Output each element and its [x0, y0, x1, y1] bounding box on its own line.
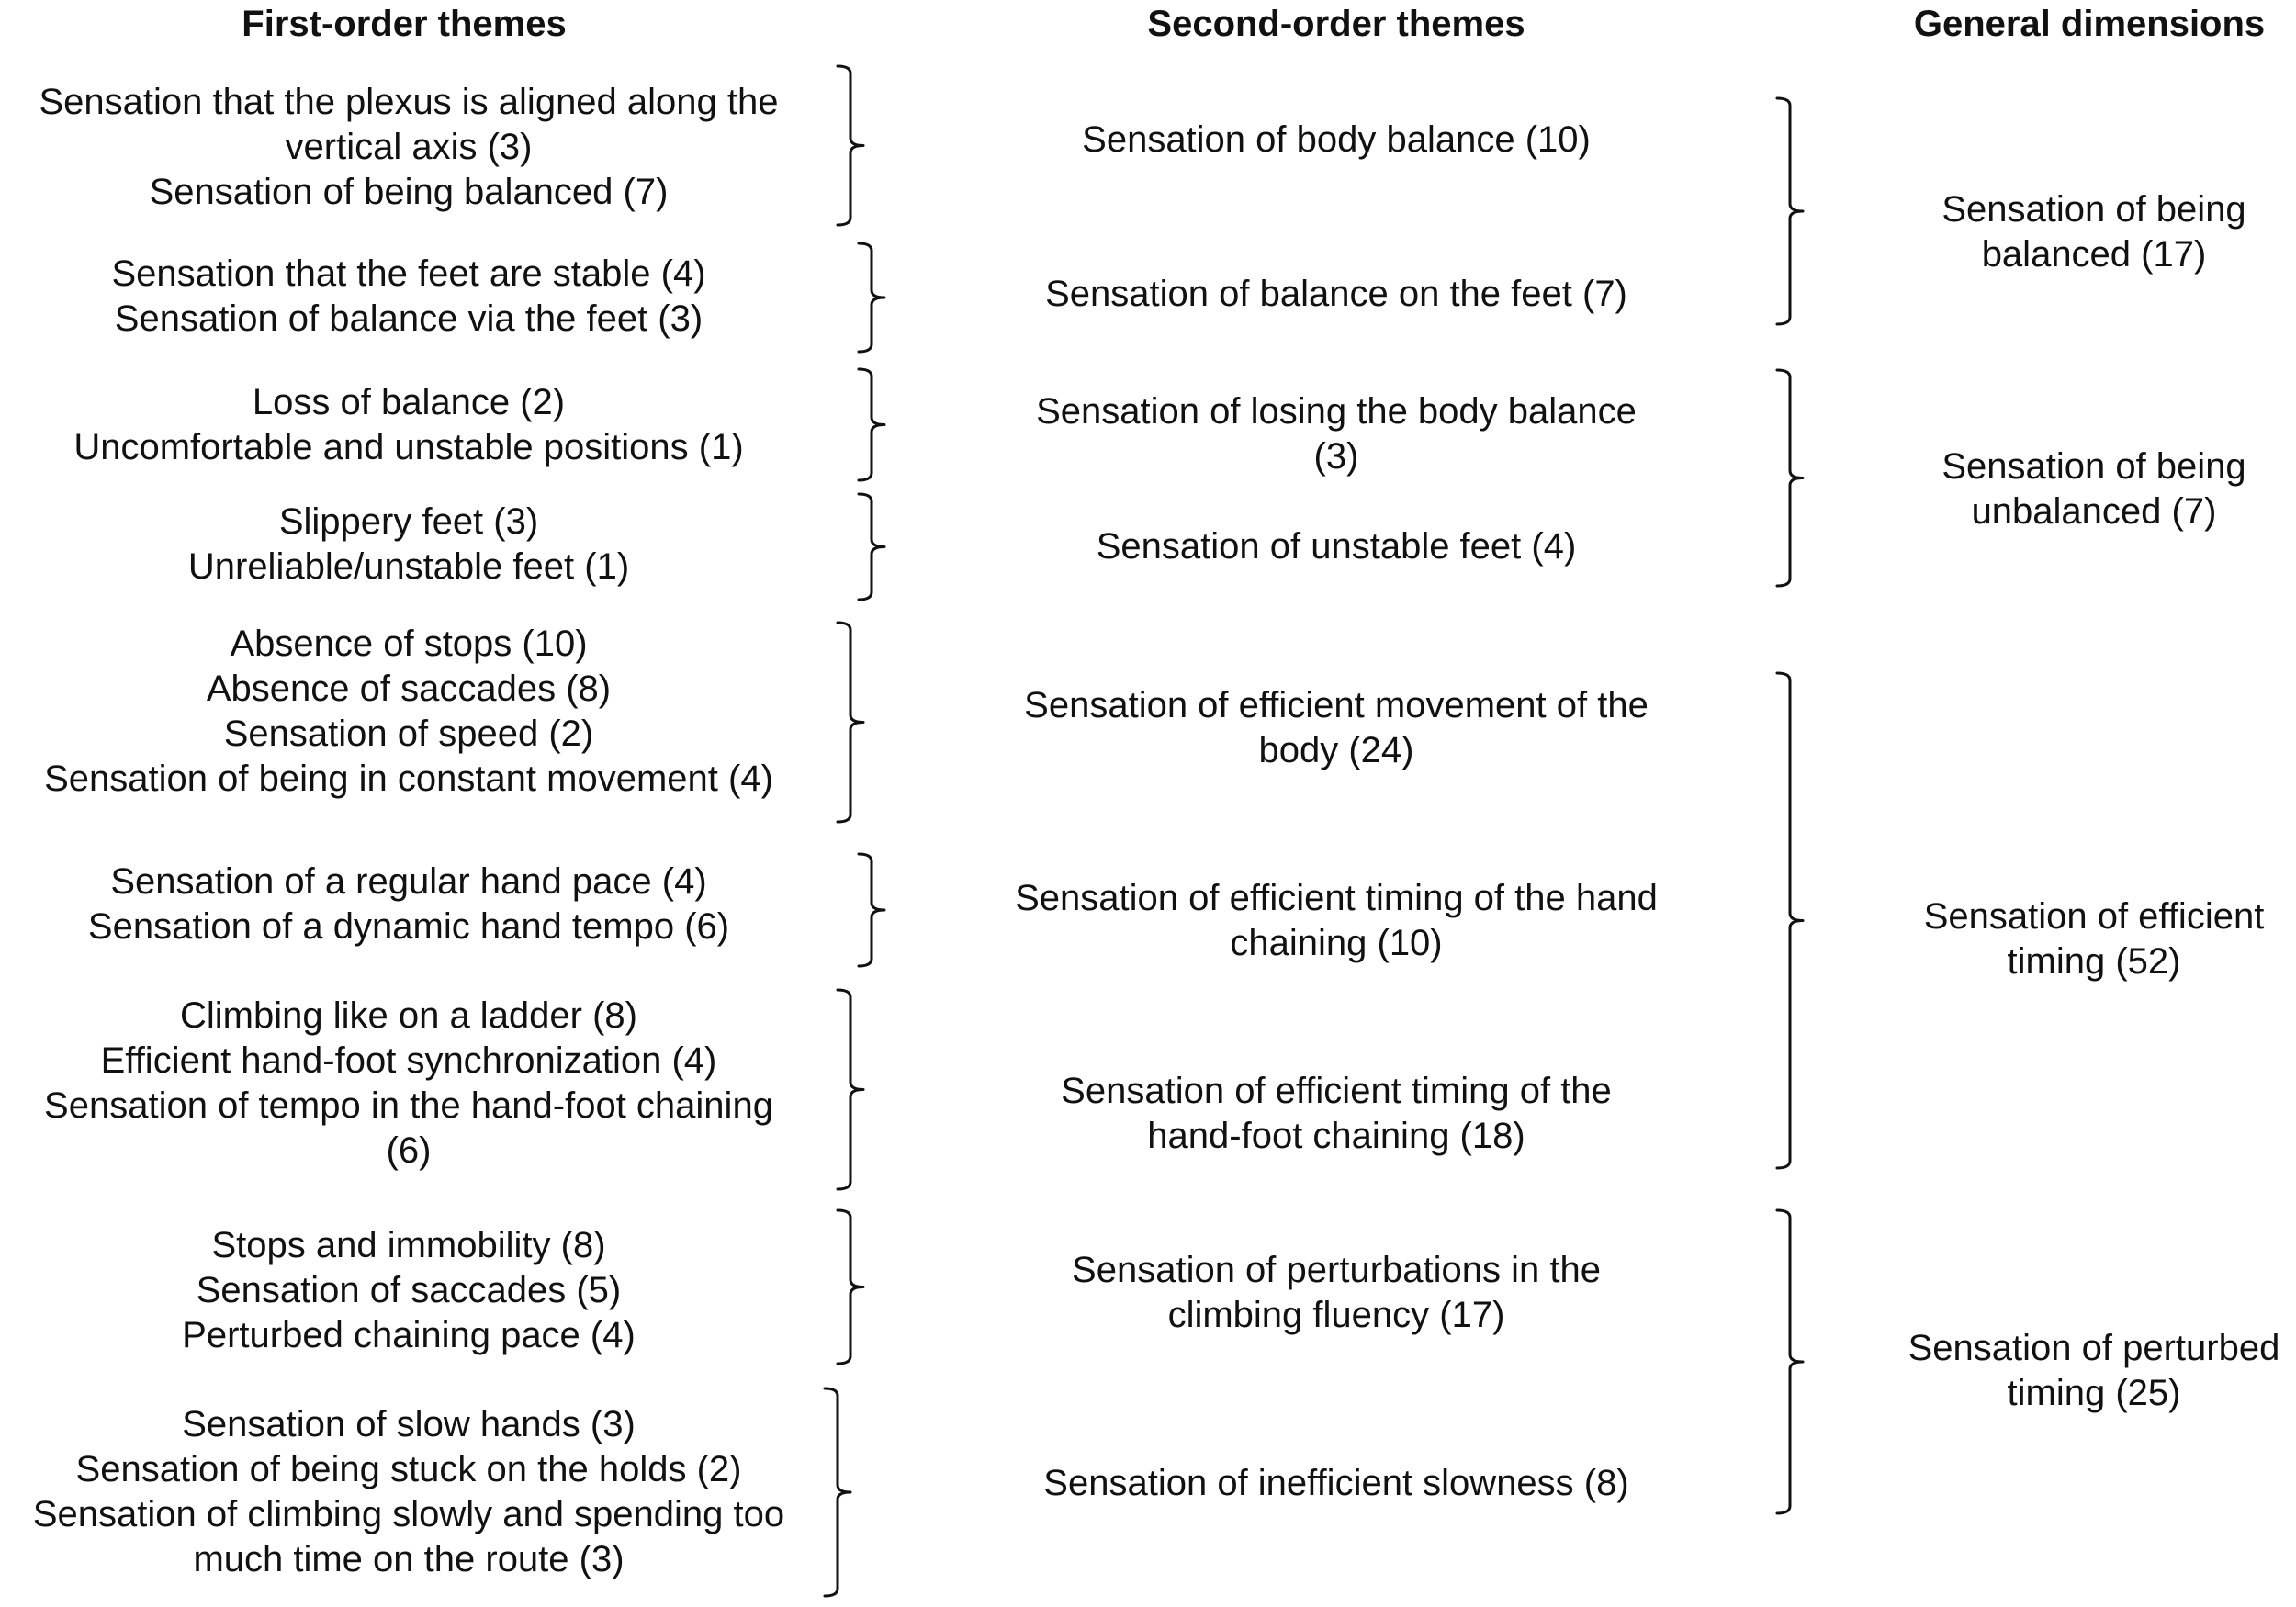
general-dimension-line: timing (25): [2007, 1372, 2181, 1413]
first-order-group-2: Sensation that the feet are stable (4)Se…: [0, 248, 817, 344]
second-order-theme-line: Sensation of efficient movement of the: [1024, 684, 1649, 725]
second-order-theme-line: body (24): [1258, 729, 1414, 770]
first-order-group-line: Sensation of a dynamic hand tempo (6): [87, 906, 730, 947]
second-order-theme-9: Sensation of inefficient slowness (8): [969, 1455, 1704, 1511]
first-order-group-3: Loss of balance (2)Uncomfortable and uns…: [0, 376, 817, 473]
first-order-group-4: Slippery feet (3)Unreliable/unstable fee…: [0, 496, 817, 592]
general-dimension-line: Sensation of being: [1941, 188, 2246, 230]
first-order-group-7: Climbing like on a ladder (8)Efficient h…: [0, 992, 817, 1175]
first-order-brace-7: [836, 988, 865, 1191]
second-order-theme-line: Sensation of body balance (10): [1082, 118, 1591, 160]
first-order-brace-2: [857, 242, 886, 354]
second-order-theme-4: Sensation of unstable feet (4): [969, 519, 1704, 574]
first-order-group-line: Sensation of being in constant movement …: [44, 759, 773, 799]
first-order-group-line: Uncomfortable and unstable positions (1): [73, 426, 744, 467]
header-general-dimensions: General dimensions: [1913, 4, 2266, 44]
first-order-brace-8: [836, 1208, 865, 1365]
second-order-theme-2: Sensation of balance on the feet (7): [969, 266, 1704, 321]
second-order-theme-line: climbing fluency (17): [1167, 1294, 1505, 1335]
first-order-brace-3: [857, 367, 886, 482]
first-order-group-line: Sensation of tempo in the hand-foot chai…: [44, 1085, 773, 1126]
header-second-order-themes: Second-order themes: [1147, 4, 1525, 44]
second-order-theme-1: Sensation of body balance (10): [969, 112, 1704, 167]
first-order-group-line: Sensation of speed (2): [223, 714, 594, 754]
first-order-group-line: Sensation of balance via the feet (3): [114, 298, 703, 339]
first-order-group-line: Climbing like on a ladder (8): [179, 995, 637, 1036]
first-order-group-8: Stops and immobility (8)Sensation of sac…: [0, 1221, 817, 1359]
second-order-brace-2: [1775, 368, 1805, 588]
second-order-theme-6: Sensation of efficient timing of the han…: [969, 872, 1704, 969]
second-order-theme-3: Sensation of losing the body balance(3): [969, 386, 1704, 482]
first-order-group-line: Efficient hand-foot synchronization (4): [100, 1040, 717, 1081]
first-order-group-5: Absence of stops (10) Absence of saccades…: [0, 615, 817, 808]
first-order-group-line: Perturbed chaining pace (4): [182, 1314, 636, 1355]
first-order-group-line: Sensation of a regular hand pace (4): [110, 861, 707, 902]
second-order-brace-3: [1775, 671, 1805, 1170]
first-order-group-9: Sensation of slow hands (3) Sensation of …: [0, 1400, 817, 1584]
first-order-group-line: Slippery feet (3): [278, 500, 539, 542]
general-dimension-line: balanced (17): [1981, 233, 2207, 275]
first-order-group-line: Sensation of slow hands (3): [182, 1404, 636, 1444]
general-dimension-line: timing (52): [2007, 940, 2181, 982]
first-order-group-line: Sensation of saccades (5): [196, 1269, 622, 1310]
general-dimension-line: Sensation of being: [1941, 445, 2246, 487]
general-dimension-line: unbalanced (7): [1971, 490, 2217, 532]
first-order-group-line: vertical axis (3): [285, 126, 533, 167]
first-order-group-line: much time on the route (3): [193, 1539, 625, 1579]
first-order-group-line: Sensation that the feet are stable (4): [111, 253, 706, 294]
first-order-brace-9: [823, 1387, 852, 1598]
general-dimension-line: Sensation of efficient: [1923, 895, 2265, 937]
first-order-group-line: Sensation that the plexus is aligned alo…: [39, 81, 779, 122]
first-order-group-line: (6): [386, 1130, 432, 1171]
first-order-brace-5: [836, 621, 865, 824]
first-order-brace-6: [857, 852, 886, 968]
second-order-brace-4: [1775, 1208, 1805, 1515]
first-order-group-line: Sensation of climbing slowly and spendin…: [32, 1494, 785, 1534]
header-first-order-themes: First-order themes: [242, 4, 567, 44]
first-order-group-line: Sensation of being stuck on the holds (2…: [75, 1449, 742, 1489]
first-order-group-line: Absence of saccades (8): [206, 669, 612, 709]
second-order-brace-1: [1775, 96, 1805, 326]
first-order-group-1: Sensation that the plexus is aligned alo…: [0, 81, 817, 212]
second-order-theme-line: Sensation of efficient timing of the han…: [1015, 877, 1658, 918]
first-order-group-line: Absence of stops (10): [230, 624, 588, 664]
second-order-theme-line: Sensation of efficient timing of the: [1061, 1070, 1612, 1111]
second-order-theme-line: (3): [1313, 435, 1359, 477]
first-order-group-line: Loss of balance (2): [252, 381, 566, 422]
first-order-brace-1: [836, 64, 865, 227]
second-order-theme-line: Sensation of losing the body balance: [1036, 390, 1637, 432]
second-order-theme-line: Sensation of inefficient slowness (8): [1043, 1462, 1629, 1503]
general-dimension-line: Sensation of perturbed: [1908, 1327, 2280, 1368]
second-order-theme-line: Sensation of perturbations in the: [1072, 1249, 1601, 1290]
first-order-group-line: Stops and immobility (8): [211, 1224, 606, 1265]
second-order-theme-line: chaining (10): [1230, 922, 1443, 963]
first-order-group-line: Unreliable/unstable feet (1): [187, 545, 630, 587]
first-order-brace-4: [857, 492, 886, 601]
second-order-theme-line: Sensation of unstable feet (4): [1096, 525, 1577, 567]
second-order-theme-line: hand-foot chaining (18): [1147, 1115, 1525, 1156]
first-order-group-line: Sensation of being balanced (7): [149, 171, 669, 212]
second-order-theme-line: Sensation of balance on the feet (7): [1045, 273, 1627, 314]
first-order-group-6: Sensation of a regular hand pace (4)Sens…: [0, 859, 817, 950]
